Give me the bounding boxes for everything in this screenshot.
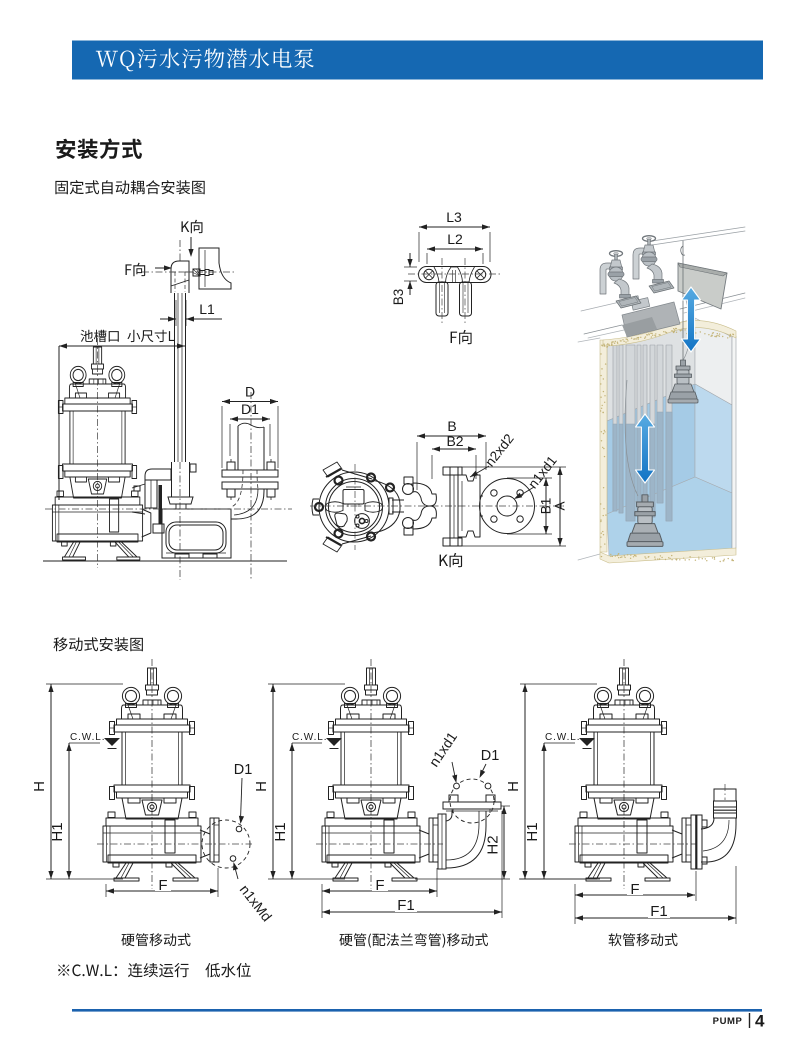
svg-text:F: F — [375, 877, 384, 894]
svg-text:D1: D1 — [241, 401, 259, 417]
svg-text:H1: H1 — [524, 822, 541, 841]
svg-text:F1: F1 — [397, 897, 415, 914]
svg-text:A: A — [553, 501, 568, 510]
svg-text:H1: H1 — [272, 822, 289, 841]
svg-text:F: F — [630, 881, 639, 898]
svg-text:C.W.L.: C.W.L. — [545, 732, 580, 743]
svg-text:C.W.L.: C.W.L. — [70, 732, 105, 743]
svg-text:H: H — [31, 781, 48, 792]
svg-text:D: D — [245, 384, 255, 400]
svg-text:L2: L2 — [447, 231, 463, 247]
svg-text:D1: D1 — [234, 762, 253, 778]
svg-text:B: B — [447, 418, 456, 434]
svg-text:PUMP: PUMP — [713, 1016, 743, 1027]
svg-text:H: H — [253, 781, 270, 792]
svg-text:B2: B2 — [446, 433, 463, 449]
svg-text:B1: B1 — [539, 498, 554, 515]
svg-text:C.W.L.: C.W.L. — [292, 732, 327, 743]
svg-text:B3: B3 — [391, 289, 406, 306]
svg-text:4: 4 — [755, 1012, 765, 1031]
svg-text:D1: D1 — [481, 748, 500, 764]
svg-text:L3: L3 — [446, 209, 462, 225]
svg-text:H2: H2 — [485, 835, 502, 854]
svg-text:H: H — [505, 781, 522, 792]
svg-text:H1: H1 — [49, 822, 66, 841]
svg-text:L1: L1 — [199, 301, 215, 317]
svg-text:F1: F1 — [650, 903, 668, 920]
svg-text:F: F — [158, 877, 167, 894]
